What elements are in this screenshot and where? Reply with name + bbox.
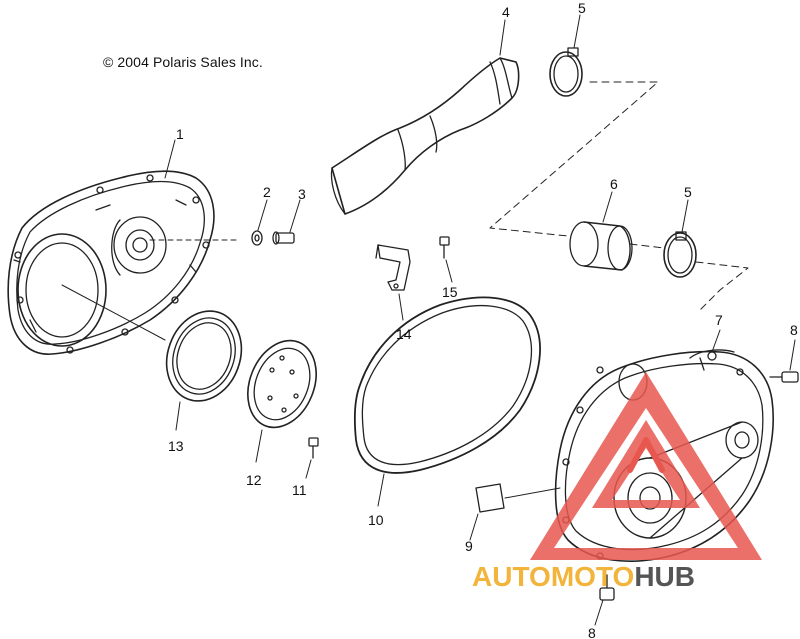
callout-7: 7 xyxy=(715,312,723,328)
callout-13: 13 xyxy=(168,438,184,454)
callout-9: 9 xyxy=(465,538,473,554)
callout-15: 15 xyxy=(442,284,458,300)
callout-5-mid: 5 xyxy=(684,184,692,200)
callout-6: 6 xyxy=(610,176,618,192)
part-8-bolt-right xyxy=(769,339,799,383)
watermark-logo: AUTOMOTOHUB xyxy=(472,372,762,592)
callout-4: 4 xyxy=(502,4,510,20)
part-2-washer xyxy=(251,199,268,246)
callout-2: 2 xyxy=(263,184,271,200)
callout-10: 10 xyxy=(368,512,384,528)
part-10-drive-belt xyxy=(353,296,541,507)
part-5-clamp-top xyxy=(549,14,583,97)
callout-11: 11 xyxy=(292,482,307,498)
svg-text:AUTOMOTOHUB: AUTOMOTOHUB xyxy=(472,561,695,592)
part-15-screw xyxy=(439,236,453,283)
callout-5-top: 5 xyxy=(578,0,586,16)
part-12-plate xyxy=(247,339,317,463)
part-1-inner-cover xyxy=(7,139,239,355)
part-13-seal xyxy=(165,310,243,431)
alignment-lines xyxy=(489,81,749,311)
callout-1: 1 xyxy=(176,126,184,142)
part-6-sleeve xyxy=(569,191,633,271)
callout-3: 3 xyxy=(298,186,306,202)
part-4-intake-duct xyxy=(330,19,520,215)
part-9-label xyxy=(469,483,561,541)
part-3-bolt xyxy=(272,199,301,245)
callout-8-bottom: 8 xyxy=(588,625,596,639)
part-11-screw xyxy=(305,437,319,479)
callout-8-right: 8 xyxy=(790,322,798,338)
part-14-bracket xyxy=(375,244,411,321)
callout-12: 12 xyxy=(246,472,262,488)
copyright-notice: © 2004 Polaris Sales Inc. xyxy=(103,54,263,70)
part-5-clamp-mid xyxy=(663,199,697,278)
part-8-bolt-bottom xyxy=(594,574,615,626)
watermark-text-primary: AUTOMOTO xyxy=(472,561,634,592)
callout-14: 14 xyxy=(396,326,412,342)
watermark-text-secondary: HUB xyxy=(634,561,695,592)
